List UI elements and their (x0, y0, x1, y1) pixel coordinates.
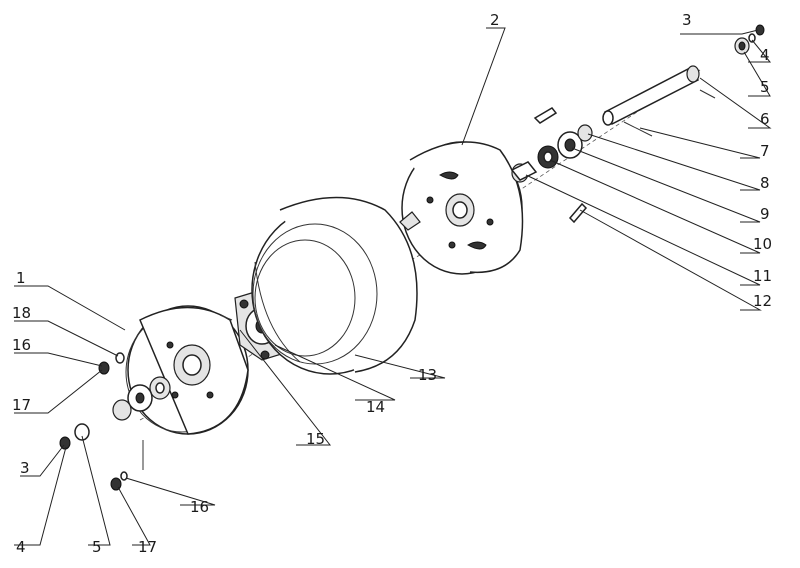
label-16-bottom: 16 (190, 498, 209, 516)
label-3-left: 3 (20, 459, 30, 477)
label-5-right: 5 (760, 78, 770, 96)
label-15: 15 (306, 430, 325, 448)
label-11: 11 (753, 267, 772, 285)
part-number-labels: 1 18 16 17 3 4 5 17 16 15 14 13 2 3 4 5 … (12, 11, 772, 556)
label-16-left: 16 (12, 336, 31, 354)
right-drum (399, 141, 524, 275)
leader-lines (14, 27, 772, 546)
label-14: 14 (366, 398, 385, 416)
label-6: 6 (760, 110, 770, 128)
label-7: 7 (760, 142, 770, 160)
label-8: 8 (760, 174, 770, 192)
axle-parts (510, 24, 765, 224)
label-17-bottom: 17 (138, 538, 157, 556)
label-5-left: 5 (92, 538, 102, 556)
label-9: 9 (760, 205, 770, 223)
left-drum (125, 305, 249, 435)
label-4-right: 4 (760, 46, 770, 64)
label-3-right: 3 (682, 11, 692, 29)
label-1: 1 (16, 269, 26, 287)
left-hub-parts (59, 352, 171, 491)
label-13: 13 (418, 366, 437, 384)
label-12: 12 (753, 292, 772, 310)
label-4-left: 4 (16, 538, 26, 556)
label-10: 10 (753, 235, 772, 253)
label-18: 18 (12, 304, 31, 322)
label-17-left: 17 (12, 396, 31, 414)
label-2: 2 (490, 11, 500, 29)
tyre (251, 196, 418, 375)
